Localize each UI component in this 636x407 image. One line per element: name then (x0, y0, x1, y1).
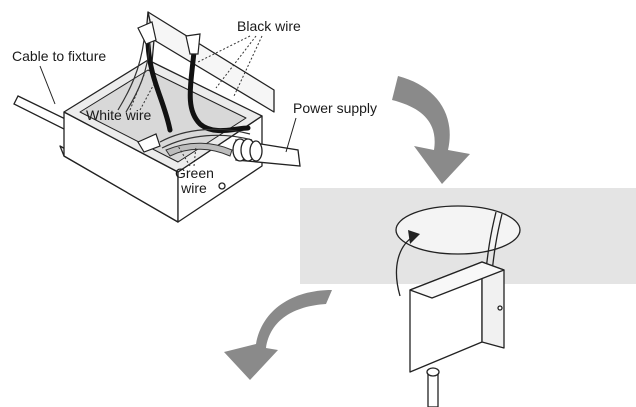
cable-leader-line (39, 65, 56, 105)
curved-arrow-right (392, 76, 470, 184)
white-wires (117, 39, 253, 149)
hanging-box (409, 261, 505, 373)
hanging-box-cable (426, 367, 440, 407)
label-cable-to-fixture: Cable to fixture (12, 48, 107, 64)
label-power-supply: Power supply (293, 100, 378, 116)
power-supply-cable (232, 138, 301, 167)
curved-arrow-down (224, 290, 332, 380)
power-leader-line (285, 117, 297, 153)
wire-nuts (137, 21, 201, 153)
label-green-wire: Green wire (175, 165, 214, 196)
green-wires (165, 142, 233, 157)
leader-lines (129, 35, 263, 167)
ceiling-hole (395, 205, 521, 273)
label-black-wire: Black wire (237, 18, 301, 34)
label-white-wire: White wire (86, 107, 152, 123)
